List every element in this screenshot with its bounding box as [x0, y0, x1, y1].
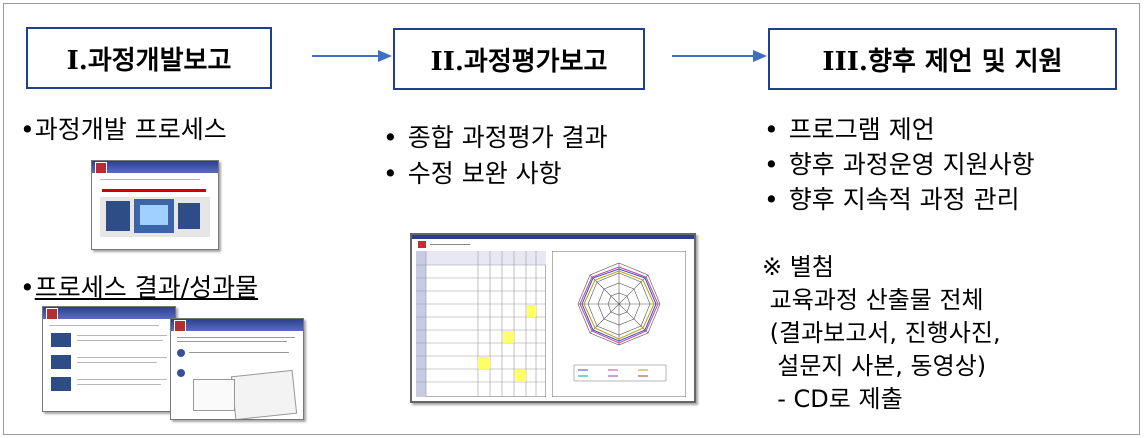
- stage-2-list: •종합 과정평가 결과 •수정 보완 사항: [383, 120, 608, 192]
- stage-2-label: II.과정평가보고: [430, 46, 608, 77]
- stage-2-box: II.과정평가보고: [393, 28, 645, 90]
- list-item: •종합 과정평가 결과: [383, 123, 608, 152]
- attachment-line: 교육과정 산출물 전체: [762, 286, 984, 314]
- list-item: •향후 과정운영 지원사항: [764, 150, 1035, 179]
- process-slide-thumbnail: [91, 160, 219, 250]
- arrow-2-to-3: [672, 50, 767, 62]
- list-item: •향후 지속적 과정 관리: [764, 185, 1020, 214]
- radar-chart: [552, 251, 686, 397]
- list-item: •프로세스 결과/성과물: [20, 273, 259, 302]
- list-item: •과정개발 프로세스: [20, 115, 227, 144]
- stage-3-label: III.향후 제언 및 지원: [822, 46, 1063, 77]
- attachment-note: ※ 별첨 교육과정 산출물 전체 (결과보고서, 진행사진, 설문지 사본, 동…: [762, 251, 1001, 416]
- evaluation-table: [416, 251, 546, 397]
- list-item: •프로그램 제언: [764, 115, 935, 144]
- stage-3-box: III.향후 제언 및 지원: [768, 28, 1117, 90]
- deliverable-slide-thumbnail: [170, 318, 304, 420]
- evaluation-slide-thumbnail: [410, 233, 696, 403]
- attachment-mark: ※ 별첨: [762, 253, 834, 281]
- attachment-line: - CD로 제출: [762, 385, 903, 413]
- list-item: •수정 보완 사항: [383, 159, 562, 188]
- attachment-line: 설문지 사본, 동영상): [762, 352, 987, 380]
- stage-1-result-list: •프로세스 결과/성과물: [20, 270, 258, 306]
- arrow-1-to-2: [312, 50, 392, 62]
- result-slide-thumbnail: [42, 306, 176, 412]
- attachment-line: (결과보고서, 진행사진,: [762, 319, 1001, 347]
- stage-1-box: I.과정개발보고: [26, 27, 272, 89]
- stage-3-list: •프로그램 제언 •향후 과정운영 지원사항 •향후 지속적 과정 관리: [764, 112, 1035, 217]
- stage-1-process-list: •과정개발 프로세스: [20, 112, 227, 148]
- slide-frame: [3, 3, 1140, 435]
- stage-1-label: I.과정개발보고: [66, 45, 232, 76]
